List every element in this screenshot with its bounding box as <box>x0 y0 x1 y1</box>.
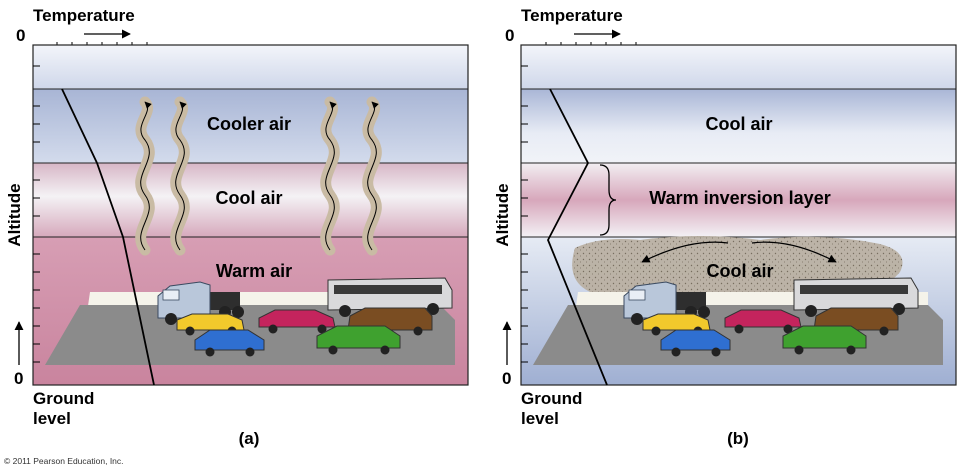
layer-label-cool-air-a: Cool air <box>215 188 282 208</box>
caption-a: (a) <box>239 429 260 448</box>
copyright-notice: © 2011 Pearson Education, Inc. <box>4 456 124 466</box>
layer-label-cool-air-lower-b: Cool air <box>706 261 773 281</box>
sky-band-b <box>521 45 956 89</box>
bus-a <box>327 277 453 317</box>
caption-b: (b) <box>727 429 749 448</box>
temp-zero-a: 0 <box>16 26 25 45</box>
alt-zero-b: 0 <box>502 369 511 388</box>
layer-label-cooler-air: Cooler air <box>207 114 291 134</box>
car-blue-b <box>660 329 731 357</box>
temperature-profile-b <box>547 88 608 386</box>
ground-label-b-line1: Ground <box>521 389 582 408</box>
temp-zero-b: 0 <box>505 26 514 45</box>
panel-a: Temperature 0 <box>5 6 469 448</box>
smog-arrow-right <box>751 241 837 263</box>
ground-label-b-line2: level <box>521 409 559 428</box>
panel-frame-b <box>520 44 957 386</box>
car-blue-a <box>194 329 265 357</box>
panel-frame-a <box>32 44 469 386</box>
layer-label-warm-air: Warm air <box>216 261 292 281</box>
car-green-a <box>316 325 401 355</box>
inversion-brace <box>599 164 617 236</box>
altitude-ticks-b <box>521 65 528 363</box>
cooler-air-band <box>33 89 468 163</box>
smog-arrow-left <box>641 241 729 263</box>
car-green-b <box>782 325 867 355</box>
ground-label-a-line1: Ground <box>33 389 94 408</box>
altitude-label-b: Altitude <box>493 183 512 246</box>
truck-b <box>623 281 710 325</box>
cool-air-band-upper-b <box>521 89 956 163</box>
alt-zero-a: 0 <box>14 369 23 388</box>
rising-smoke-a <box>135 96 382 256</box>
panel-b: Temperature 0 <box>493 6 957 448</box>
altitude-ticks-a <box>33 65 40 363</box>
layer-label-warm-inversion: Warm inversion layer <box>649 188 830 208</box>
temperature-label-b: Temperature <box>521 6 623 25</box>
ground-label-a-line2: level <box>33 409 71 428</box>
temperature-label-a: Temperature <box>33 6 135 25</box>
sky-band-a <box>33 45 468 89</box>
bus-b <box>793 277 919 317</box>
altitude-label-a: Altitude <box>5 183 24 246</box>
car-magenta-b <box>724 309 802 334</box>
inversion-band <box>521 163 956 237</box>
temperature-profile-a <box>61 88 155 386</box>
layer-label-cool-air-upper-b: Cool air <box>705 114 772 134</box>
cool-air-band-a <box>33 163 468 237</box>
truck-a <box>157 281 244 325</box>
